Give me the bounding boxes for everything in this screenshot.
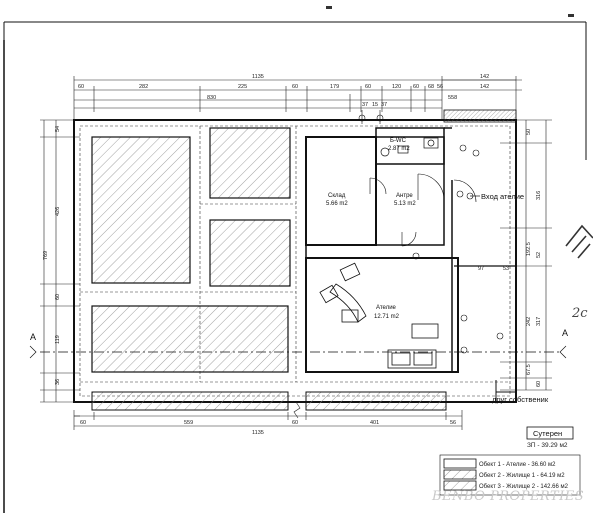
dim-right-6: 67.5 <box>526 364 532 375</box>
dim-bottom-1: 559 <box>184 420 193 426</box>
dim-top-8: 68 <box>428 84 434 90</box>
dim-bottom-0: 60 <box>80 420 86 426</box>
dim-left-0: 54 <box>55 126 61 132</box>
room-wc-name: Б-WC <box>390 138 407 144</box>
floor-name: Сутерен <box>533 429 562 438</box>
sheet-frame <box>3 6 587 513</box>
legend <box>439 454 581 496</box>
dim-bottom-2: 60 <box>292 420 298 426</box>
dim-right-2: 192.5 <box>526 242 532 256</box>
room-storage-area: 5.66 m2 <box>326 201 348 207</box>
dim-bottom-4: 56 <box>450 420 456 426</box>
dim-top-total: 1135 <box>252 74 264 80</box>
dim-top-9: 56 <box>437 84 443 90</box>
watermark: BENBO PROPERTIES <box>431 489 584 504</box>
dim-top-right-b: 142 <box>480 84 489 90</box>
neighbor-boundary <box>454 120 517 402</box>
dim-top-558: 558 <box>448 95 457 101</box>
handwritten-note: 2c <box>571 306 588 321</box>
entrance-label: Вход ателие <box>481 192 524 201</box>
dim-top-3: 60 <box>292 84 298 90</box>
dim-left-4: 36 <box>55 379 61 385</box>
room-storage-name: Склад <box>328 193 346 199</box>
dim-bottom-total: 1135 <box>252 430 264 436</box>
legend-swatch-3 <box>443 480 477 491</box>
handwritten-mark <box>565 224 593 259</box>
legend-swatch-1 <box>443 458 477 469</box>
hatched-areas <box>91 109 517 411</box>
legend-item-3: Обект 3 - Жилище 2 - 142.66 м2 <box>479 484 569 490</box>
atelier-walls <box>305 127 459 373</box>
dim-inner-97: 97 <box>478 266 484 272</box>
wc-fixtures <box>380 137 439 157</box>
dim-left-total: 769 <box>43 251 49 260</box>
dim-right-0: 50 <box>526 129 532 135</box>
dim-inner-53: 53 <box>503 266 509 272</box>
room-atelier-area: 12.71 m2 <box>374 314 400 320</box>
dim-left-2: 60 <box>55 294 61 300</box>
right-dimensions <box>500 119 552 391</box>
legend-item-1: Обект 1 - Ателие - 36.60 м2 <box>479 462 556 468</box>
floor-name-box <box>526 426 574 440</box>
dim-right-7: 60 <box>536 381 542 387</box>
dim-top-4: 179 <box>330 84 339 90</box>
dim-small-a: 37 <box>362 102 368 108</box>
room-vestibule-name: Антре <box>396 193 413 199</box>
legend-swatch-2 <box>443 469 477 480</box>
top-dimensions <box>73 76 522 130</box>
room-vestibule-area: 5.13 m2 <box>394 201 416 207</box>
dim-right-5: 317 <box>536 317 542 326</box>
room-wc-area: 2.87 m2 <box>388 146 410 152</box>
dim-small-c: 37 <box>381 102 387 108</box>
legend-item-2: Обект 2 - Жилище 1 - 64.19 м2 <box>479 473 565 479</box>
socket-symbols <box>358 110 504 354</box>
dim-top-0: 60 <box>78 84 84 90</box>
dim-right-4: 242 <box>526 317 532 326</box>
atelier-furniture <box>319 262 439 369</box>
bottom-dimensions <box>73 401 463 430</box>
dim-top-830: 830 <box>207 95 216 101</box>
dim-top-2: 225 <box>238 84 247 90</box>
door-swings <box>369 173 477 247</box>
dim-top-7: 60 <box>413 84 419 90</box>
section-label-left: A <box>30 332 36 342</box>
dim-left-3: 119 <box>55 335 61 344</box>
dim-left-1: 426 <box>55 207 61 216</box>
dim-bottom-3: 401 <box>370 420 379 426</box>
dim-top-6: 120 <box>392 84 401 90</box>
dim-small-b: 15 <box>372 102 378 108</box>
built-area: ЗП - 39.29 м2 <box>527 442 568 449</box>
dim-right-1: 316 <box>536 191 542 200</box>
room-atelier-name: Ателие <box>376 305 397 311</box>
section-label-right: A <box>562 328 568 338</box>
dim-right-3: 52 <box>536 252 542 258</box>
dim-top-5: 60 <box>365 84 371 90</box>
other-owner-label: друг собственик <box>492 395 549 404</box>
dim-top-1: 282 <box>139 84 148 90</box>
dim-top-right-a: 142 <box>480 74 489 80</box>
section-line <box>29 345 567 359</box>
